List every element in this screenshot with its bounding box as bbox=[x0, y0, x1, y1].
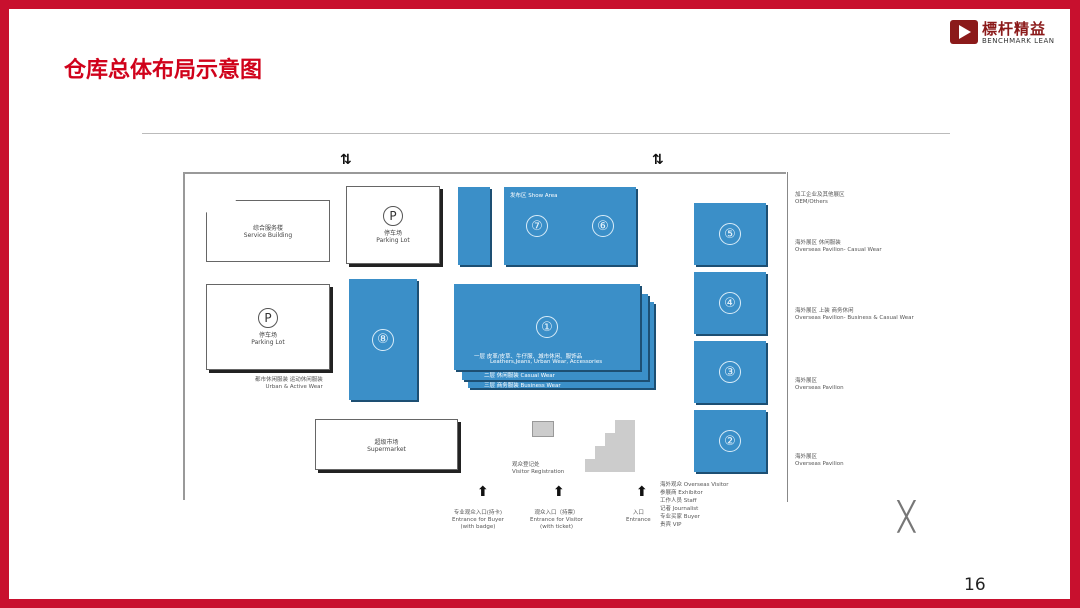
label: OEM/Others bbox=[795, 198, 828, 205]
label: Parking Lot bbox=[376, 237, 410, 244]
legend-item: 专业买家 Buyer bbox=[660, 513, 700, 520]
hall-5: ⑤ bbox=[694, 203, 766, 265]
entrance-arrow-icon: ⬆ bbox=[636, 484, 648, 500]
label: (with badge) bbox=[460, 523, 496, 530]
label: Overseas Pavilion bbox=[795, 384, 844, 391]
label: Service Building bbox=[243, 232, 293, 239]
label: 海外展区 上装 商务休闲 bbox=[795, 308, 854, 314]
parking-lot-left: P 停车场 Parking Lot bbox=[206, 284, 330, 370]
logo-text-cn: 標杆精益 bbox=[982, 20, 1047, 38]
label: Entrance for Buyer bbox=[452, 516, 504, 523]
hall-number-3: ③ bbox=[719, 361, 741, 383]
hall-1: ① bbox=[454, 284, 640, 370]
label: 海外展区 bbox=[795, 378, 818, 384]
entrance-arrow-icon: ⬆ bbox=[477, 484, 489, 500]
gate-arrow-icon: ⇅ bbox=[652, 152, 664, 168]
logo-mark-icon bbox=[950, 20, 978, 44]
gate-arrow-icon: ⇅ bbox=[340, 152, 352, 168]
label: 停车场 bbox=[258, 332, 277, 339]
hall-number-1: ① bbox=[536, 316, 558, 338]
label: Parking Lot bbox=[251, 339, 285, 346]
hall-1-floor-3: 三层 商务服装 Business Wear bbox=[484, 383, 561, 389]
hall-number-8: ⑧ bbox=[372, 328, 394, 351]
hall-8: ⑧ bbox=[349, 279, 417, 400]
hall-number-7: ⑦ bbox=[526, 215, 548, 237]
supermarket: 超级市场 Supermarket bbox=[315, 419, 458, 470]
parking-lot-top: P 停车场 Parking Lot bbox=[346, 186, 440, 264]
label: 都市休闲服装 运动休闲服装 bbox=[255, 377, 323, 383]
entrance-arrow-icon: ⬆ bbox=[553, 484, 565, 500]
hall-number-6: ⑥ bbox=[592, 215, 614, 237]
label: Entrance for Visitor bbox=[530, 516, 584, 523]
label: Entrance bbox=[626, 516, 651, 523]
compass-icon: ╳ bbox=[898, 500, 915, 533]
label: 海外展区 休闲服装 bbox=[795, 240, 841, 246]
legend-item: 贵宾 VIP bbox=[660, 521, 682, 528]
hall-2: ② bbox=[694, 410, 766, 472]
entrance-buyer-label: 专业观众入口(持卡)Entrance for Buyer(with badge) bbox=[452, 510, 504, 531]
site-boundary bbox=[183, 172, 786, 500]
hall-4: ④ bbox=[694, 272, 766, 334]
legend-item: 参展商 Exhibitor bbox=[660, 489, 703, 496]
hall-8-label: 都市休闲服装 运动休闲服装 Urban & Active Wear bbox=[255, 377, 323, 391]
hall-7-6: ⑦ ⑥ bbox=[504, 187, 636, 265]
legend-item: 记者 Journalist bbox=[660, 505, 699, 512]
label: 海外展区 bbox=[795, 454, 818, 460]
label: Overseas Pavilion- Casual Wear bbox=[795, 246, 882, 253]
hall-narrow bbox=[458, 187, 490, 265]
hall-number-2: ② bbox=[719, 430, 741, 452]
parking-icon: P bbox=[258, 308, 278, 328]
divider bbox=[142, 133, 950, 134]
legend: 海外观众 Overseas Visitor 参展商 Exhibitor 工作人员… bbox=[660, 482, 729, 530]
label-divider bbox=[787, 172, 788, 502]
show-area-label: 发布区 Show Area bbox=[510, 193, 558, 199]
logo-text-en: BENCHMARK LEAN bbox=[982, 37, 1055, 45]
label: 停车场 bbox=[383, 230, 402, 237]
hall-1-floor-1-en: Leathers,Jeans, Urban Wear, Accessories bbox=[490, 359, 603, 365]
label: 观众入口（持票） bbox=[534, 510, 579, 516]
hall-1-floor-1: 一层 皮革/皮草、牛仔服、城市休闲、服饰品 bbox=[474, 354, 583, 360]
brand-logo: 標杆精益 BENCHMARK LEAN bbox=[950, 18, 1068, 48]
registration-booth bbox=[532, 421, 554, 437]
parking-icon: P bbox=[383, 206, 403, 226]
label: Supermarket bbox=[367, 445, 406, 453]
page-title: 仓库总体布局示意图 bbox=[64, 58, 263, 83]
legend-item: 工作人员 Staff bbox=[660, 497, 697, 504]
label: (with ticket) bbox=[540, 523, 573, 530]
label: 加工企业及其他展区 bbox=[795, 192, 845, 198]
label: 入口 bbox=[632, 510, 644, 516]
hall-1-floor-2: 二层 休闲服装 Casual Wear bbox=[484, 373, 555, 379]
label: 专业观众入口(持卡) bbox=[453, 510, 503, 516]
label: Overseas Pavilion bbox=[795, 460, 844, 467]
hall-3: ③ bbox=[694, 341, 766, 403]
entrance-visitor-label: 观众入口（持票）Entrance for Visitor(with ticket… bbox=[530, 510, 583, 531]
label: Urban & Active Wear bbox=[265, 383, 323, 390]
hall-number-5: ⑤ bbox=[719, 223, 741, 245]
label: 综合服务楼 bbox=[252, 225, 283, 232]
hall-number-4: ④ bbox=[719, 292, 741, 314]
legend-item: 海外观众 Overseas Visitor bbox=[660, 482, 729, 488]
label: 观众登记处 bbox=[512, 462, 540, 468]
label: 超级市场 bbox=[374, 438, 399, 446]
label: Overseas Pavilion- Business & Casual Wea… bbox=[795, 314, 914, 321]
label: Visitor Registration bbox=[512, 468, 565, 475]
page-number: 16 bbox=[964, 575, 986, 595]
